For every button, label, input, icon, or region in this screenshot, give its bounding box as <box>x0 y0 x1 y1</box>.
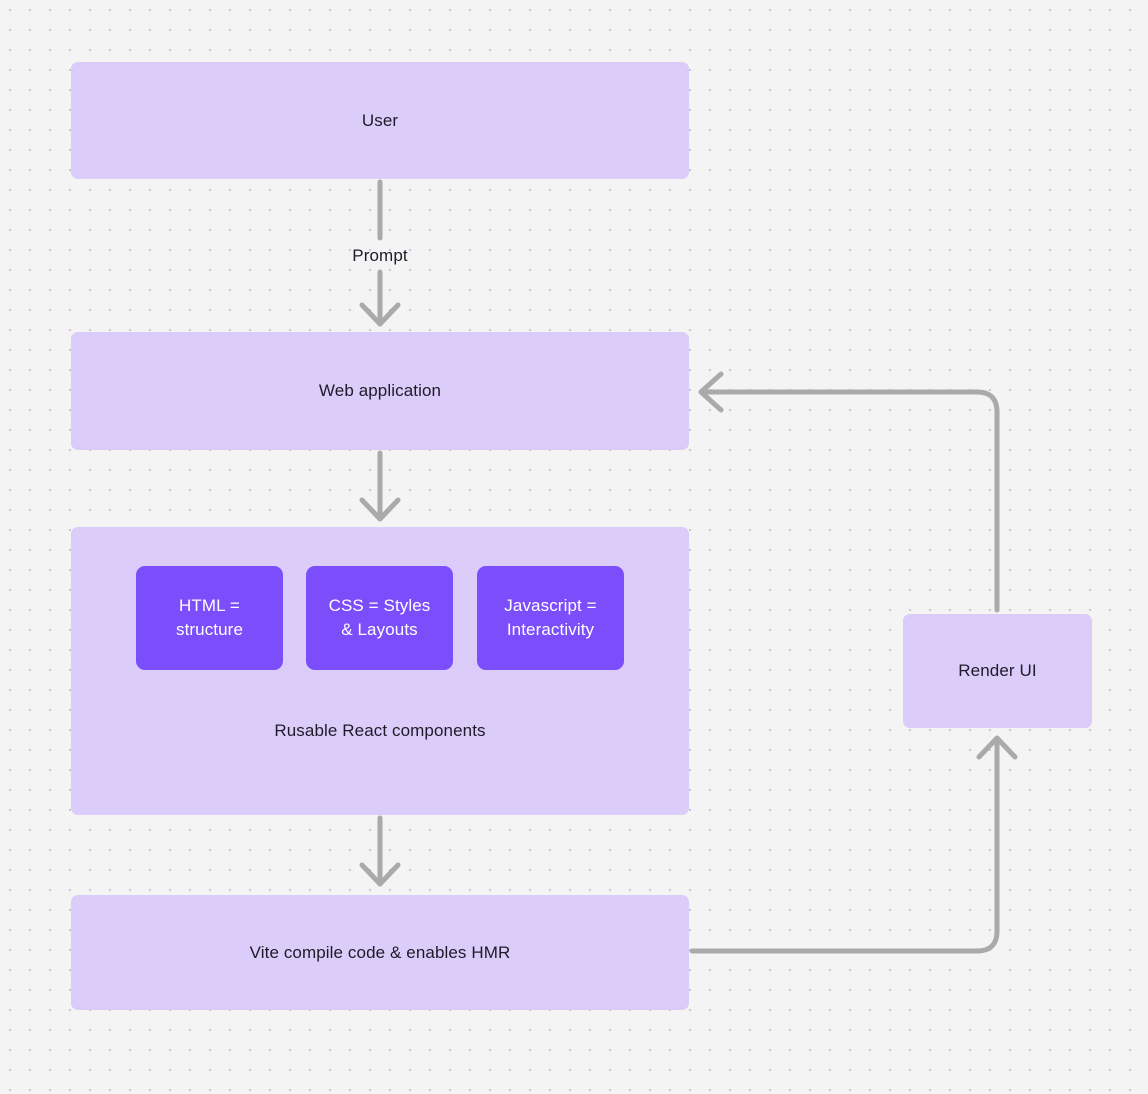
chip-html-label: HTML = structure <box>175 595 244 639</box>
chip-html[interactable]: HTML = structure <box>136 566 283 670</box>
node-components-group[interactable]: HTML = structure CSS = Styles & Layouts … <box>71 527 689 815</box>
arrowhead-webapp-left <box>698 371 724 413</box>
chip-javascript[interactable]: Javascript = Interactivity <box>477 566 624 670</box>
node-user[interactable]: User <box>71 62 689 179</box>
node-vite-label: Vite compile code & enables HMR <box>249 942 511 962</box>
arrowhead-vite <box>359 862 401 887</box>
components-group-caption: Rusable React components <box>274 721 486 740</box>
arrowhead-components <box>359 497 401 522</box>
chip-css-label: CSS = Styles & Layouts <box>328 595 431 639</box>
chip-css[interactable]: CSS = Styles & Layouts <box>306 566 453 670</box>
node-vite[interactable]: Vite compile code & enables HMR <box>71 895 689 1010</box>
node-user-label: User <box>361 110 399 130</box>
edge-vite-to-render <box>689 736 1000 954</box>
arrowhead-render <box>976 735 1018 760</box>
node-render-ui[interactable]: Render UI <box>903 614 1092 728</box>
arrowhead-webapp <box>359 302 401 327</box>
edge-label-prompt: Prompt <box>352 246 408 265</box>
chip-javascript-label: Javascript = Interactivity <box>504 595 597 639</box>
edge-render-to-webapp <box>700 389 1000 613</box>
node-web-application[interactable]: Web application <box>71 332 689 450</box>
node-web-application-label: Web application <box>318 381 442 401</box>
node-render-ui-label: Render UI <box>958 661 1037 681</box>
